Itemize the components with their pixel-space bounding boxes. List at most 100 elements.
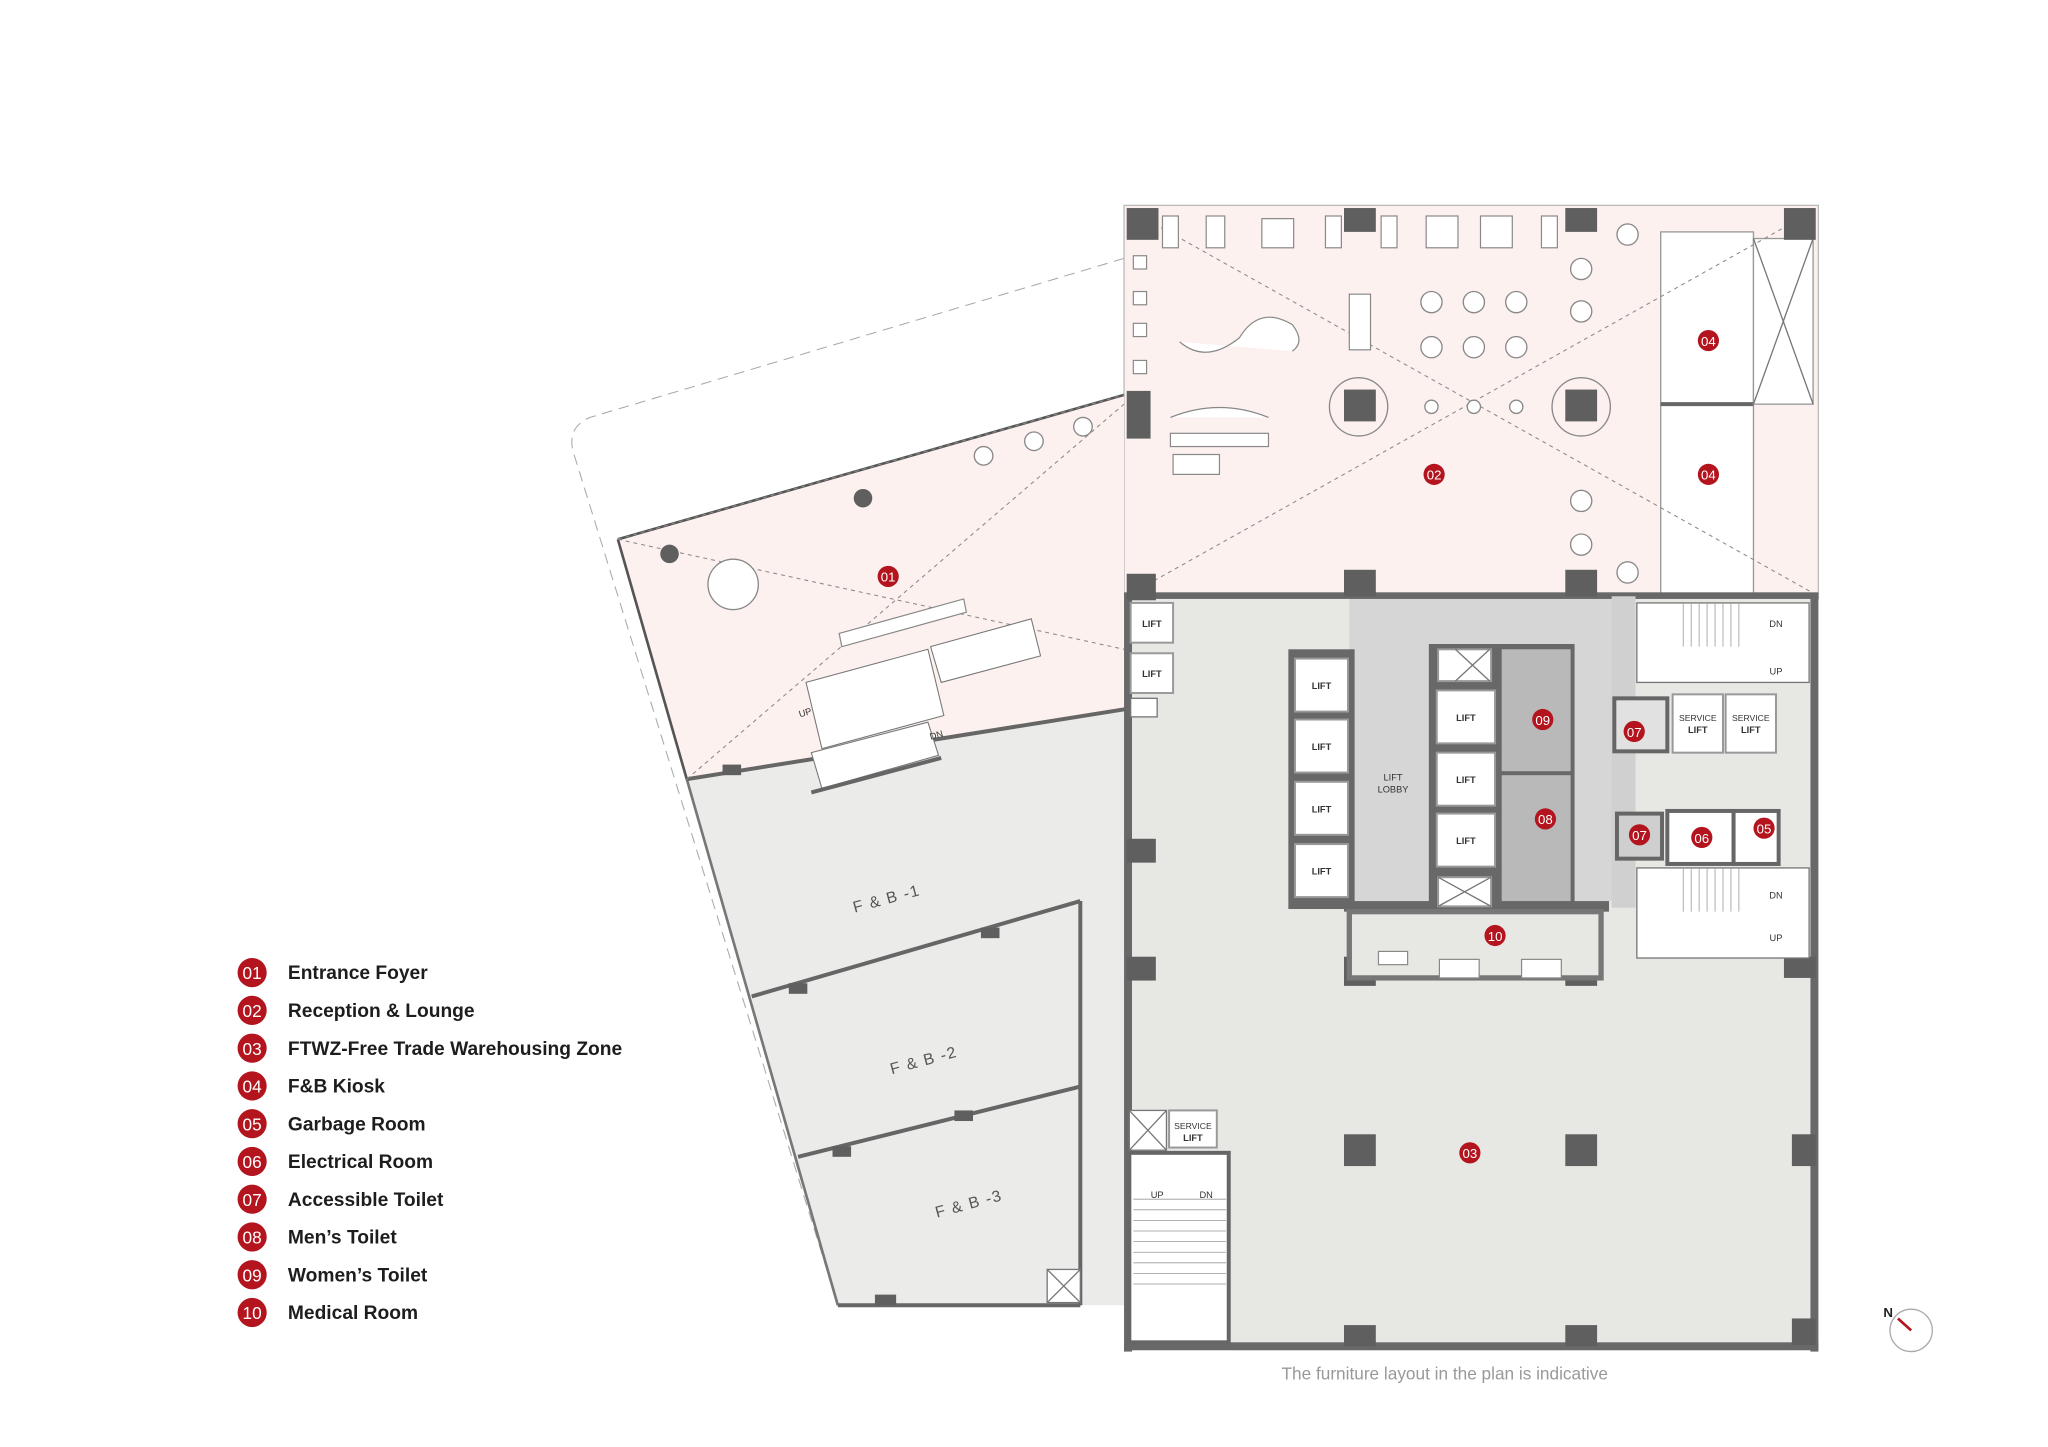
lift: LIFT [1293, 657, 1349, 713]
svg-text:01: 01 [881, 570, 896, 585]
marker-10: 10 [1484, 924, 1506, 947]
service-lift: SERVICE LIFT [1168, 1109, 1218, 1149]
svg-text:N: N [1883, 1305, 1893, 1320]
svg-text:SERVICE: SERVICE [1732, 713, 1770, 723]
lift: LIFT [1129, 652, 1175, 695]
svg-text:04: 04 [1701, 334, 1716, 349]
service-lift: SERVICE LIFT [1671, 693, 1724, 754]
marker-07: 07 [1623, 720, 1645, 743]
svg-text:Medical Room: Medical Room [288, 1303, 418, 1324]
svg-text:08: 08 [1538, 812, 1553, 827]
legend-item: 02 Reception & Lounge [237, 995, 475, 1025]
core [1046, 596, 1810, 1345]
svg-text:DN: DN [1200, 1190, 1213, 1200]
service-lift: SERVICE LIFT [1724, 693, 1777, 754]
marker-03: 03 [1459, 1142, 1481, 1164]
legend-item: 10 Medical Room [237, 1297, 418, 1328]
marker-04: 04 [1697, 329, 1720, 352]
svg-text:07: 07 [1627, 725, 1642, 740]
svg-text:06: 06 [243, 1152, 262, 1172]
svg-text:Garbage Room: Garbage Room [288, 1114, 426, 1135]
svg-text:LIFT: LIFT [1312, 742, 1332, 752]
lift: LIFT [1435, 812, 1497, 868]
svg-text:LIFT: LIFT [1741, 725, 1761, 735]
svg-text:10: 10 [1488, 929, 1503, 944]
svg-text:Accessible Toilet: Accessible Toilet [288, 1190, 444, 1211]
svg-text:Men’s Toilet: Men’s Toilet [288, 1228, 397, 1249]
svg-text:06: 06 [1694, 831, 1709, 846]
svg-text:Reception & Lounge: Reception & Lounge [288, 1001, 475, 1022]
room-markers: 01 02 03 04 04 05 06 07 07 08 09 10 [877, 329, 1775, 1164]
svg-text:FTWZ-Free Trade Warehousing Zo: FTWZ-Free Trade Warehousing Zone [288, 1039, 623, 1060]
svg-text:LIFT: LIFT [1142, 619, 1162, 629]
legend-item: 09 Women’s Toilet [237, 1260, 428, 1290]
svg-text:LIFT: LIFT [1312, 681, 1332, 691]
lift-lobby-label: LIFT [1384, 772, 1403, 782]
marker-09: 09 [1532, 708, 1554, 731]
kiosk-strip [1660, 231, 1755, 597]
svg-text:DN: DN [1769, 619, 1782, 629]
svg-text:LIFT: LIFT [1312, 867, 1332, 877]
svg-text:03: 03 [243, 1039, 262, 1059]
svg-text:DN: DN [929, 729, 945, 742]
svg-text:09: 09 [1535, 713, 1550, 728]
lift: LIFT [1435, 751, 1497, 807]
marker-01: 01 [877, 565, 899, 588]
lift: LIFT [1293, 780, 1349, 836]
legend: 01 Entrance Foyer 02 Reception & Lounge 03… [237, 958, 623, 1328]
svg-text:DN: DN [1769, 890, 1782, 900]
svg-text:02: 02 [243, 1001, 262, 1021]
legend-item: 08 Men’s Toilet [237, 1222, 397, 1252]
svg-text:LIFT: LIFT [1142, 669, 1162, 679]
north-compass-icon: N [1883, 1305, 1934, 1353]
svg-text:07: 07 [243, 1190, 262, 1210]
svg-text:LIFT: LIFT [1456, 713, 1476, 723]
svg-text:LIFT: LIFT [1183, 1133, 1203, 1143]
svg-text:04: 04 [243, 1077, 263, 1097]
svg-text:07: 07 [1632, 828, 1647, 843]
lifts: LIFT LIFT LIFT LIFT LIFT LIFT LIFT LIFT … [798, 601, 1783, 1200]
columns [660, 208, 1816, 1347]
svg-text:09: 09 [243, 1265, 262, 1285]
footnote: The furniture layout in the plan is indi… [1282, 1363, 1608, 1383]
svg-text:LIFT: LIFT [1456, 836, 1476, 846]
svg-text:UP: UP [1770, 933, 1783, 943]
svg-text:UP: UP [1151, 1190, 1164, 1200]
legend-item: 07 Accessible Toilet [237, 1184, 444, 1214]
svg-text:03: 03 [1463, 1146, 1478, 1161]
marker-07: 07 [1628, 824, 1651, 846]
svg-text:LIFT: LIFT [1456, 775, 1476, 785]
lift: LIFT [1293, 843, 1349, 899]
lift: LIFT [1129, 601, 1175, 644]
marker-06: 06 [1691, 826, 1713, 849]
legend-item: 04 F&B Kiosk [237, 1071, 385, 1101]
lift: LIFT [1435, 689, 1497, 745]
lift: LIFT [1293, 718, 1349, 774]
marker-05: 05 [1753, 817, 1775, 839]
furniture [707, 215, 1639, 795]
site-boundary [571, 257, 1125, 1306]
marker-08: 08 [1534, 808, 1557, 830]
svg-text:UP: UP [1770, 666, 1783, 676]
svg-text:05: 05 [1757, 821, 1772, 836]
legend-item: 01 Entrance Foyer [237, 958, 428, 988]
svg-text:Entrance Foyer: Entrance Foyer [288, 963, 428, 984]
svg-text:LIFT: LIFT [1312, 804, 1332, 814]
legend-item: 03 FTWZ-Free Trade Warehousing Zone [237, 1033, 623, 1063]
svg-text:LIFT: LIFT [1688, 725, 1708, 735]
svg-text:F&B Kiosk: F&B Kiosk [288, 1077, 385, 1098]
svg-text:01: 01 [243, 963, 262, 983]
svg-text:08: 08 [243, 1228, 262, 1248]
svg-text:Women’s Toilet: Women’s Toilet [288, 1265, 428, 1286]
svg-text:SERVICE: SERVICE [1679, 713, 1717, 723]
svg-text:SERVICE: SERVICE [1174, 1121, 1212, 1131]
marker-04: 04 [1697, 463, 1720, 485]
svg-text:04: 04 [1701, 468, 1716, 483]
svg-text:10: 10 [243, 1303, 262, 1323]
svg-text:UP: UP [798, 706, 813, 719]
svg-text:Electrical Room: Electrical Room [288, 1152, 433, 1173]
legend-item: 06 Electrical Room [237, 1146, 433, 1177]
foyer-zone [617, 394, 1125, 780]
